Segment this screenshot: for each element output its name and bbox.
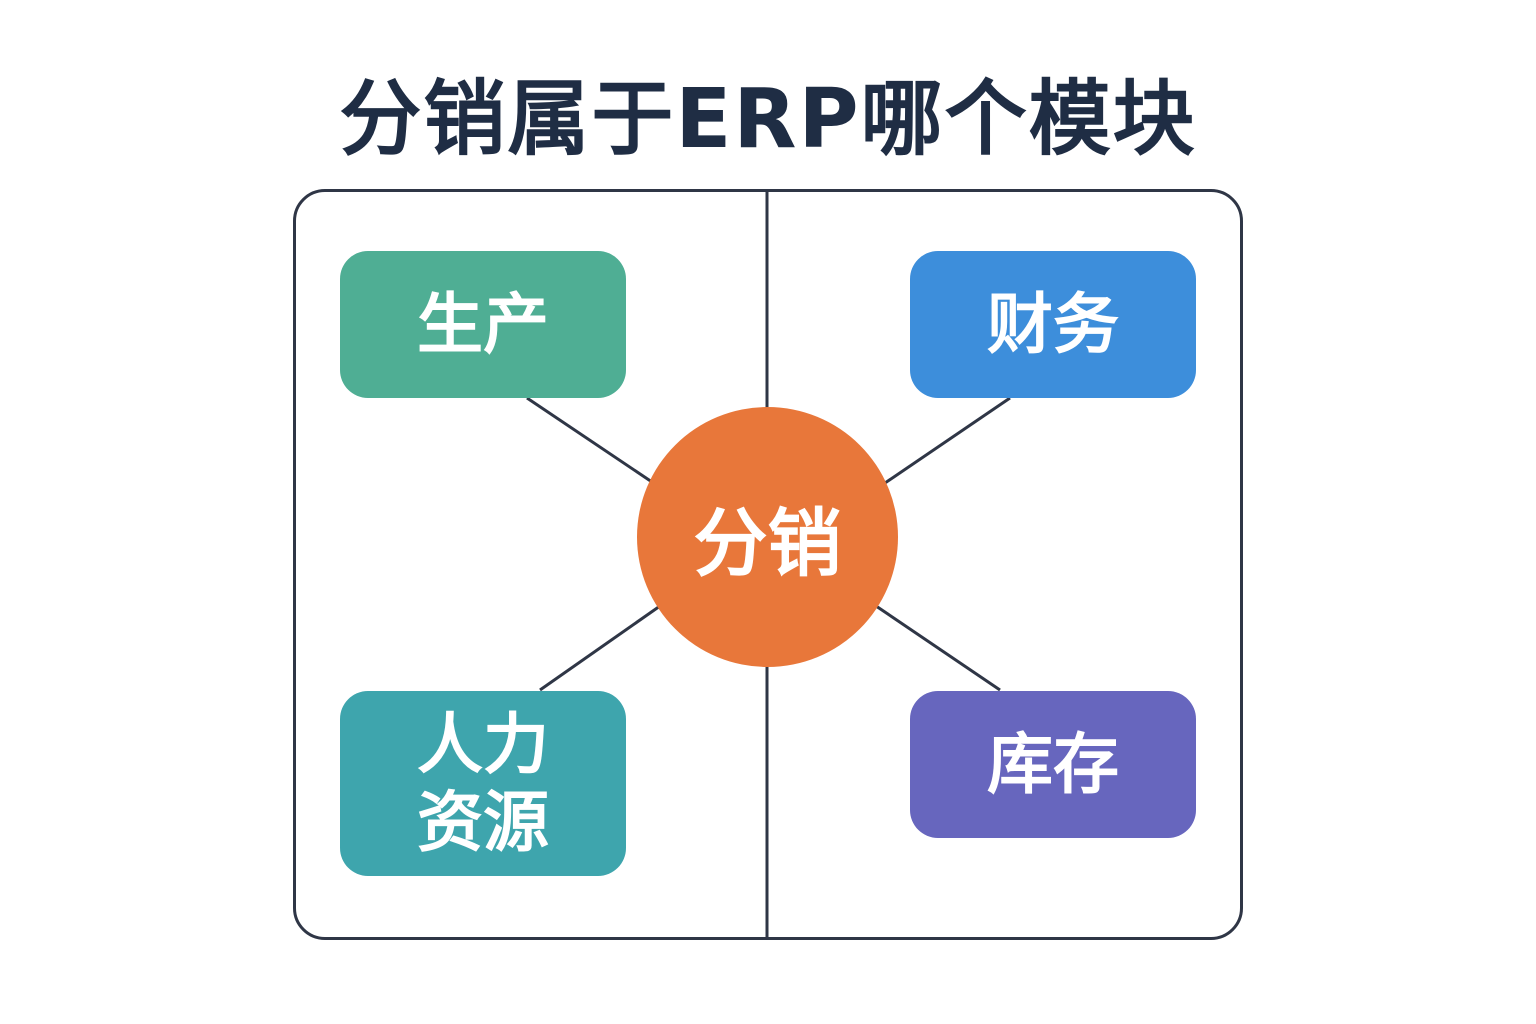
- module-label: 生产: [417, 285, 549, 363]
- module-inventory: 库存: [910, 691, 1196, 838]
- center-node-distribution: 分销: [637, 407, 898, 667]
- module-production: 生产: [340, 251, 626, 398]
- module-label: 库存: [987, 725, 1119, 803]
- module-label: 人力资源: [417, 705, 549, 861]
- center-label: 分销: [693, 500, 842, 587]
- connector-inventory: [875, 604, 1001, 692]
- page-title: 分销属于ERP哪个模块: [339, 72, 1197, 167]
- connector-hr: [539, 604, 661, 692]
- connector-finance: [884, 396, 1011, 485]
- connector-production: [526, 396, 653, 484]
- module-finance: 财务: [910, 251, 1196, 398]
- diagram-frame: [293, 189, 1243, 940]
- module-human-resources: 人力资源: [340, 691, 626, 876]
- module-label: 财务: [987, 285, 1119, 363]
